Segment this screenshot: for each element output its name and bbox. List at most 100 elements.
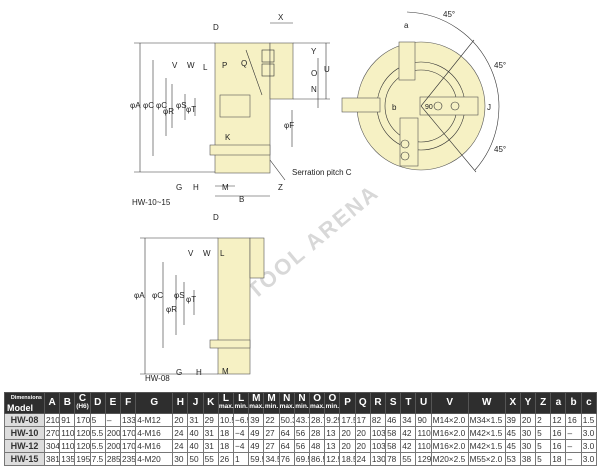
column-header-label: R: [374, 397, 382, 408]
side-view-caption: HW-10~15: [132, 198, 171, 207]
column-header: A: [43, 392, 61, 414]
value-cell: 4-M16: [135, 439, 174, 453]
column-header-sublabel: max.: [249, 403, 265, 410]
value-cell: 200: [104, 426, 122, 440]
value-cell: 39: [248, 413, 265, 427]
value-cell: 55: [202, 452, 219, 466]
column-header: R: [369, 392, 387, 414]
value-cell: M16×2.0: [430, 439, 469, 453]
value-cell: 53: [504, 452, 521, 466]
value-cell: 103: [369, 439, 387, 453]
value-cell: 285: [104, 452, 122, 466]
value-cell: 50.3: [278, 413, 295, 427]
value-cell: 7.5: [89, 452, 106, 466]
label-angle-bottom: 45°: [494, 145, 506, 154]
corner-model-label: Model: [7, 403, 33, 413]
value-cell: 12.5: [324, 452, 341, 466]
label-W-08: W: [203, 249, 211, 258]
column-header: J: [187, 392, 204, 414]
value-cell: 235: [120, 452, 137, 466]
value-cell: 170: [120, 439, 137, 453]
value-cell: 76: [278, 452, 295, 466]
value-cell: 49: [248, 439, 265, 453]
column-header: D: [89, 392, 106, 414]
column-header-label: M: [267, 393, 276, 404]
label-R-08: φR: [166, 305, 177, 314]
value-cell: –: [104, 413, 122, 427]
value-cell: 16: [550, 426, 567, 440]
value-cell: 2: [535, 413, 552, 427]
value-cell: 133.4: [120, 413, 137, 427]
value-cell: 110: [415, 439, 432, 453]
label-U: U: [324, 65, 330, 74]
value-cell: 17: [354, 413, 371, 427]
label-S: φS: [176, 101, 187, 110]
value-cell: −4: [233, 439, 250, 453]
value-cell: M20×2.5: [430, 452, 469, 466]
column-header-label: Z: [540, 397, 547, 408]
value-cell: 5.5: [89, 426, 106, 440]
value-cell: 135: [59, 452, 76, 466]
label-A: φA: [130, 101, 141, 110]
value-cell: 56: [293, 439, 311, 453]
value-cell: 28: [309, 426, 326, 440]
value-cell: 12: [550, 413, 567, 427]
label-F: φF: [284, 121, 294, 130]
label-A-08: φA: [134, 291, 145, 300]
column-header: E: [104, 392, 122, 414]
label-H: H: [193, 183, 199, 192]
value-cell: 5: [89, 413, 106, 427]
value-cell: 20: [354, 426, 371, 440]
column-header-sublabel: max.: [218, 403, 234, 410]
value-cell: 24: [172, 439, 189, 453]
value-cell: 31: [202, 439, 219, 453]
table-corner-header: Dimensions Model: [4, 392, 45, 414]
value-cell: 26: [217, 452, 235, 466]
value-cell: 120: [74, 439, 91, 453]
value-cell: 27: [263, 439, 280, 453]
value-cell: 45: [504, 426, 521, 440]
label-H-08: H: [196, 368, 202, 377]
label-Y: Y: [311, 47, 317, 56]
model-cell: HW-12: [4, 439, 45, 453]
value-cell: 20: [519, 413, 537, 427]
value-cell: 34.5: [263, 452, 280, 466]
value-cell: 195: [74, 452, 91, 466]
label-C: φC: [143, 101, 154, 110]
bottom-view-caption: HW-08: [145, 374, 170, 383]
value-cell: 170: [120, 426, 137, 440]
value-cell: 18.5: [339, 452, 356, 466]
label-T-08: φT: [186, 295, 196, 304]
value-cell: 86.5: [309, 452, 326, 466]
label-X: X: [278, 13, 284, 22]
value-cell: 58: [385, 426, 402, 440]
column-header-label: N: [283, 393, 291, 404]
label-Z: Z: [278, 183, 283, 192]
column-header-label: L: [238, 393, 245, 404]
value-cell: 90: [415, 413, 432, 427]
value-cell: 5: [535, 426, 552, 440]
label-D-bottom: D: [213, 213, 219, 222]
value-cell: 31: [202, 426, 219, 440]
value-cell: 110: [415, 426, 432, 440]
value-cell: 16: [550, 439, 567, 453]
value-cell: 4-M16: [135, 426, 174, 440]
value-cell: 1.5: [580, 413, 598, 427]
column-header-label: O: [328, 393, 337, 404]
column-header: Z: [535, 392, 552, 414]
column-header-label: c: [586, 397, 592, 408]
column-header: S: [385, 392, 402, 414]
chuck-technical-drawing: TOOL ARENA X D Y U O N φF φA φC φC φR φS…: [130, 10, 506, 383]
value-cell: 1: [233, 452, 250, 466]
value-cell: 30: [519, 426, 537, 440]
label-D: D: [213, 23, 219, 32]
value-cell: 20: [339, 426, 356, 440]
value-cell: 30: [519, 439, 537, 453]
value-cell: 18: [217, 426, 235, 440]
value-cell: 27: [263, 426, 280, 440]
column-header-label: M: [252, 393, 261, 404]
column-header-label: J: [192, 397, 199, 408]
